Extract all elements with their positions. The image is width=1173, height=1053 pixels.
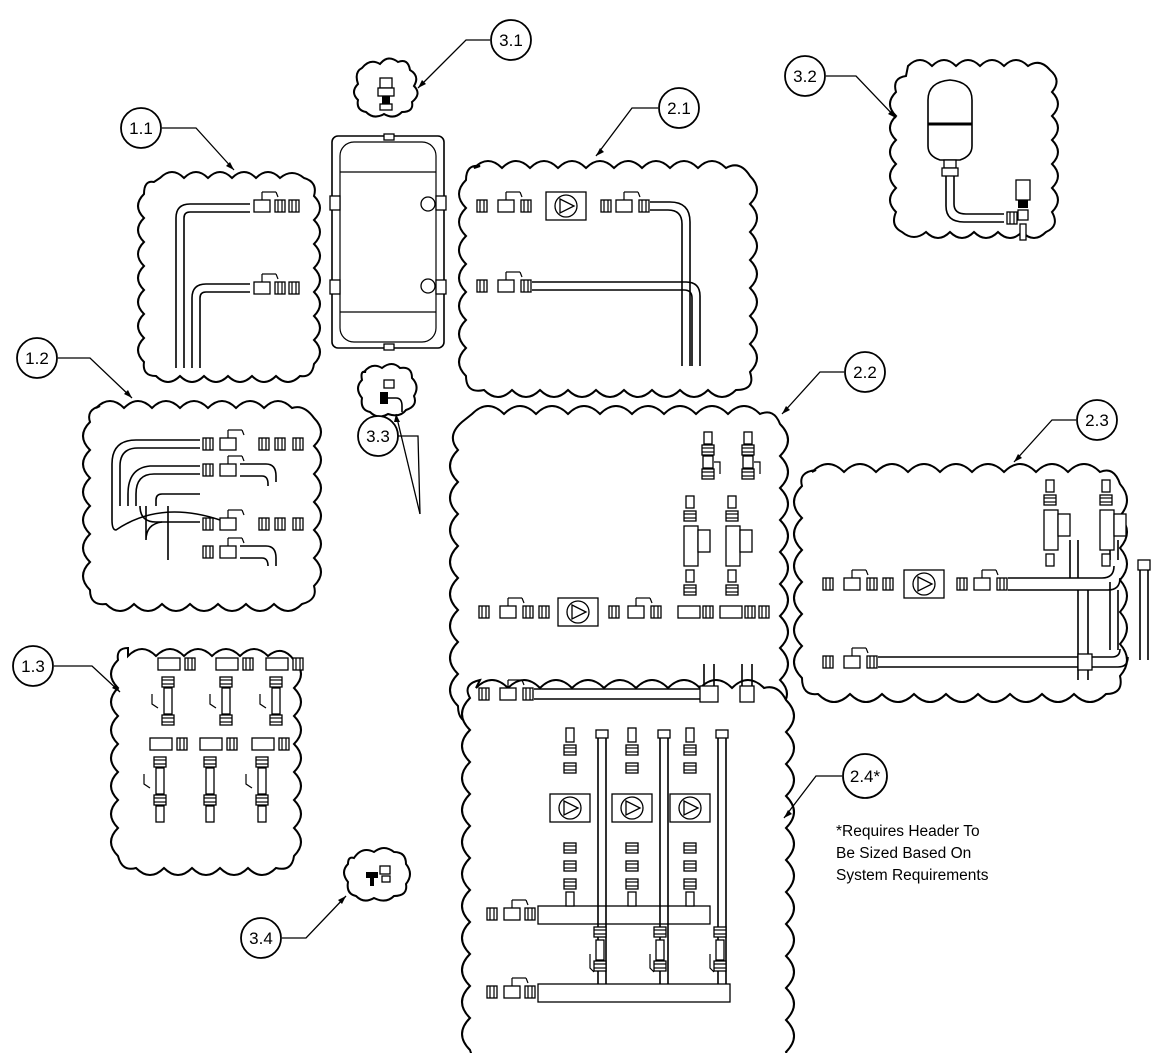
callout-tag-2-4: 2.4* [842, 753, 888, 799]
callout-tag-2-1: 2.1 [658, 87, 700, 129]
fitting-3-4 [366, 865, 391, 886]
callout-tag-1-1: 1.1 [120, 107, 162, 149]
piping-2-3 [822, 479, 1151, 680]
callout-tag-3-3: 3.3 [357, 415, 399, 457]
callout-tag-1-3: 1.3 [12, 645, 54, 687]
note-line-3: System Requirements [836, 867, 989, 884]
cloud-1-2 [82, 400, 322, 612]
buffer-tank [329, 133, 447, 351]
callout-tag-2-2: 2.2 [844, 351, 886, 393]
svg-text:2.3: 2.3 [1085, 411, 1109, 430]
cloud-3-3 [357, 363, 418, 418]
svg-text:1.3: 1.3 [21, 657, 45, 676]
note-line-2: Be Sized Based On [836, 845, 971, 862]
svg-text:2.1: 2.1 [667, 99, 691, 118]
leader-lines [54, 39, 1076, 939]
piping-1-2 [111, 429, 304, 567]
svg-text:3.3: 3.3 [366, 427, 390, 446]
cloud-3-2 [889, 59, 1059, 239]
fittings-1-3 [143, 657, 304, 823]
cloud-2-1 [458, 160, 758, 398]
piping-2-2 [478, 431, 770, 703]
svg-text:3.4: 3.4 [249, 929, 273, 948]
header-sizing-note: *Requires Header To Be Sized Based On Sy… [836, 823, 989, 884]
note-line-1: *Requires Header To [836, 823, 980, 840]
callout-tag-2-3: 2.3 [1076, 399, 1118, 441]
expansion-tank-3-2 [927, 79, 1031, 241]
air-vent-3-1 [377, 77, 395, 111]
svg-text:3.2: 3.2 [793, 67, 817, 86]
callout-tag-1-2: 1.2 [16, 337, 58, 379]
svg-text:2.4*: 2.4* [850, 767, 881, 786]
svg-text:1.2: 1.2 [25, 349, 49, 368]
svg-text:2.2: 2.2 [853, 363, 877, 382]
piping-2-4 [486, 727, 731, 1003]
callout-tag-3-4: 3.4 [240, 917, 282, 959]
svg-text:1.1: 1.1 [129, 119, 153, 138]
piping-1-1 [175, 191, 300, 368]
drain-fitting-3-3 [380, 379, 403, 412]
callout-tag-3-2: 3.2 [784, 55, 826, 97]
callout-tag-3-1: 3.1 [490, 19, 532, 61]
svg-text:3.1: 3.1 [499, 31, 523, 50]
piping-2-1 [476, 191, 701, 366]
